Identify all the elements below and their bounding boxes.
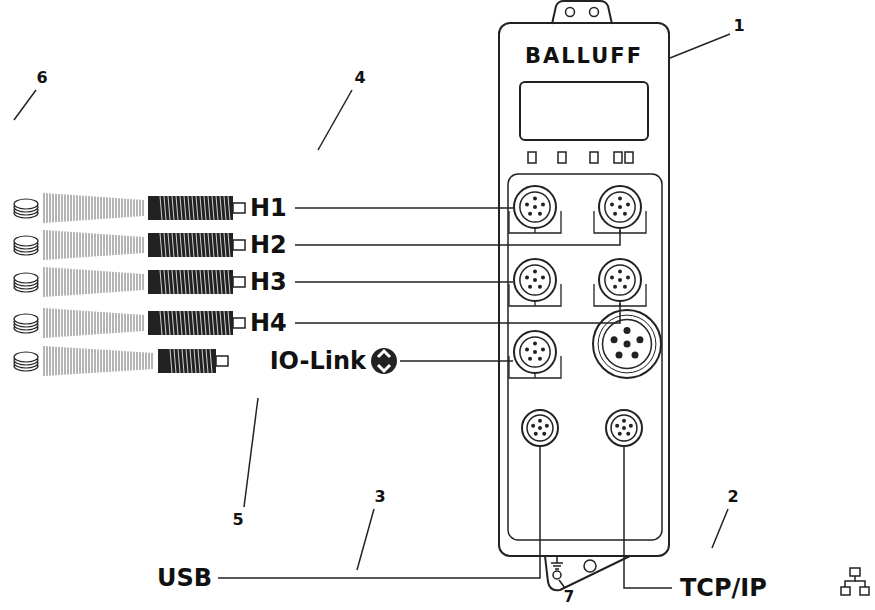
callout-number: 6 (36, 69, 47, 87)
port-name: TCP/IP (680, 575, 767, 601)
callout-number: 2 (727, 488, 738, 506)
m12-connector (509, 259, 561, 306)
status-leds (528, 152, 633, 163)
callout-number: 4 (354, 69, 365, 87)
network-icon (841, 568, 869, 595)
ground-hole (553, 571, 561, 579)
sensor (14, 308, 245, 338)
callout-number: 7 (564, 589, 574, 606)
display-window (520, 82, 648, 140)
mounting-tab (552, 1, 612, 24)
port-name: H1 (250, 195, 287, 221)
m12-connector (522, 410, 558, 446)
sensor-group (14, 193, 245, 376)
m12-connector (509, 186, 561, 233)
connector-panel (508, 174, 662, 540)
sensor (14, 230, 245, 260)
m12-connector (593, 310, 661, 378)
device-housing: BALLUFF (498, 22, 670, 557)
m12-connector (606, 410, 642, 446)
port-name: USB (157, 565, 212, 591)
io-link-icon (371, 348, 397, 374)
port-name: H3 (250, 269, 287, 295)
sensor (14, 267, 245, 297)
m12-connector (594, 186, 646, 233)
port-name: H4 (250, 310, 287, 336)
sensor (14, 193, 245, 223)
port-name: IO-Link (270, 348, 366, 374)
m12-connector (594, 259, 646, 306)
callout-number: 5 (232, 511, 243, 529)
callout-number: 3 (374, 488, 385, 506)
mounting-hole (584, 560, 596, 572)
callout-number: 1 (733, 17, 744, 35)
mounting-hole (566, 8, 575, 17)
ground-tab (545, 556, 630, 590)
brand-logo: BALLUFF (500, 44, 668, 68)
m12-connector (509, 331, 561, 378)
ground-symbol (551, 557, 563, 569)
port-name: H2 (250, 232, 287, 258)
mounting-hole (590, 8, 599, 17)
sensor (14, 346, 228, 376)
leader-lines (14, 34, 730, 588)
connector-group (509, 186, 661, 446)
